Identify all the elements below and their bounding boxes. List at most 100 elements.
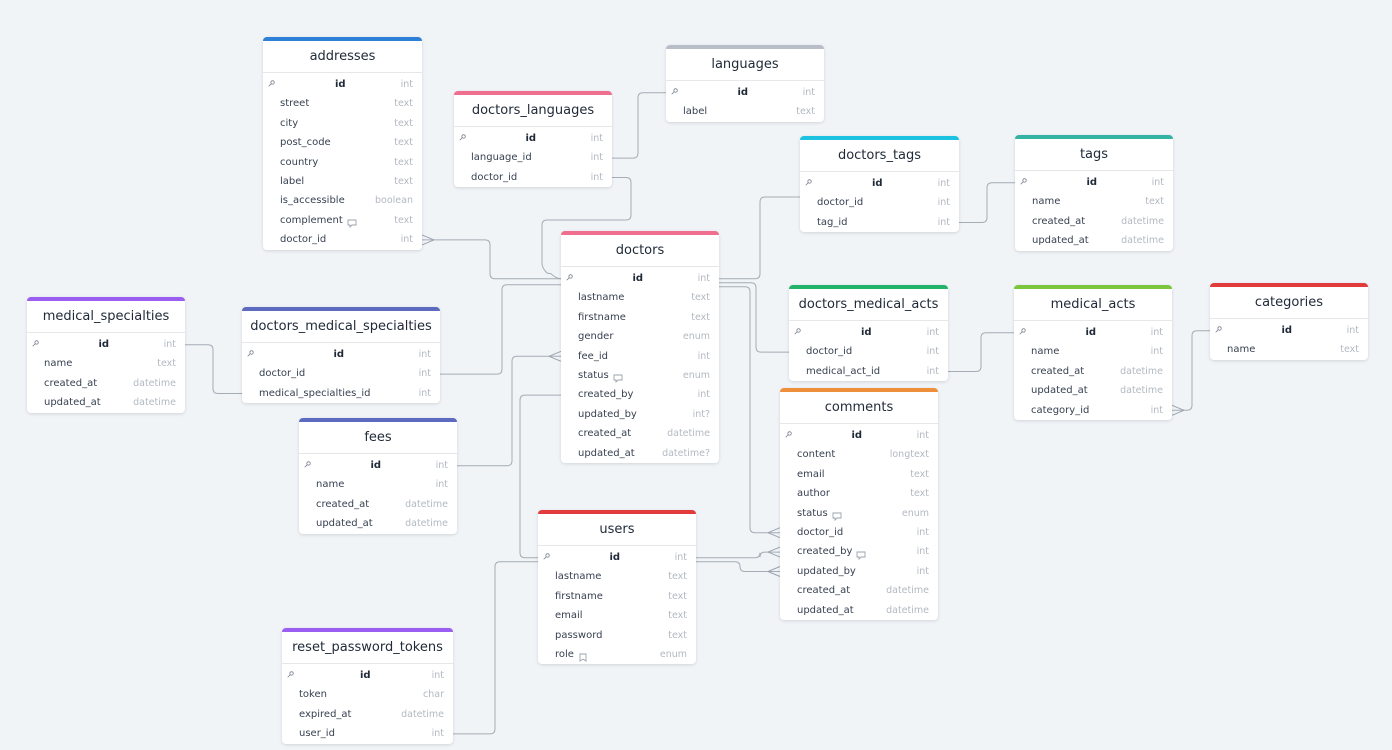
table-title[interactable]: addresses [263,41,422,73]
table-title[interactable]: doctors_tags [800,140,959,172]
relationship-line[interactable] [453,561,538,735]
note-icon[interactable] [856,548,866,560]
relationship-line[interactable] [612,92,666,159]
table-title[interactable]: fees [299,422,457,454]
table-title[interactable]: users [538,514,696,546]
table-title[interactable]: languages [666,49,824,81]
table-title[interactable]: reset_password_tokens [282,632,453,664]
relationship-line[interactable] [719,282,789,353]
note-icon[interactable] [613,371,623,384]
relationship-line[interactable] [719,196,800,280]
table-title[interactable]: medical_acts [1014,289,1172,321]
table-title[interactable]: categories [1210,287,1368,319]
table-title[interactable]: doctors_medical_specialties [242,311,440,343]
relationship-line[interactable] [440,284,561,375]
table-title[interactable]: medical_specialties [27,301,185,333]
relationship-line[interactable] [457,355,561,467]
note-icon[interactable] [832,509,842,521]
enum-icon[interactable] [578,650,588,662]
relationship-line[interactable] [1172,330,1210,411]
table-title[interactable]: tags [1015,139,1173,171]
relationship-line[interactable] [696,561,780,572]
relationship-line[interactable] [719,286,780,534]
relationship-line[interactable] [185,344,242,394]
note-icon[interactable] [347,216,357,229]
table-title[interactable]: doctors [561,235,719,267]
relationship-line[interactable] [959,182,1015,223]
